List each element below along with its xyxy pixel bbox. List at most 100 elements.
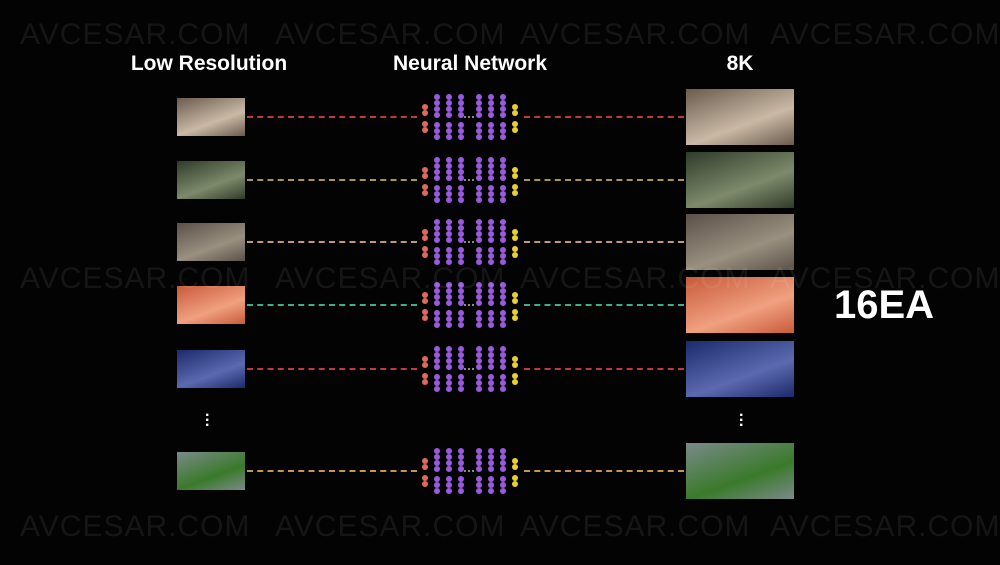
neuron-dot [476, 163, 482, 169]
neuron-dot [500, 219, 506, 225]
neuron-dot [434, 380, 440, 386]
neuron-dot [512, 292, 518, 298]
neuron-dot [446, 185, 452, 191]
neuron-dot [422, 315, 428, 321]
neuron-dot [422, 110, 428, 116]
neuron-dot [434, 386, 440, 392]
neuron-dot [488, 482, 494, 488]
neuron-dot [434, 454, 440, 460]
neuron-dot [476, 288, 482, 294]
neuron-dot [512, 104, 518, 110]
neuron-dot [434, 185, 440, 191]
neuron-dot [446, 300, 452, 306]
neuron-dot [500, 288, 506, 294]
neuron-dot [488, 316, 494, 322]
neuron-dot [434, 219, 440, 225]
neuron-dot [422, 373, 428, 379]
neuron-dot [458, 134, 464, 140]
neuron-dot [500, 225, 506, 231]
ellipsis-connector [464, 241, 474, 243]
neuron-dot [488, 448, 494, 454]
neuron-dot [488, 352, 494, 358]
neuron-dot [500, 112, 506, 118]
neuron-dot [476, 346, 482, 352]
neuron-dot [476, 352, 482, 358]
neuron-dot [458, 300, 464, 306]
neuron-dot [512, 298, 518, 304]
diagram-row [0, 334, 1000, 404]
8k-thumbnail-news-anchor [686, 341, 794, 397]
neuron-dot [434, 482, 440, 488]
neuron-dot [500, 185, 506, 191]
neuron-dot [500, 231, 506, 237]
neuron-dot [434, 191, 440, 197]
neuron-dot [476, 112, 482, 118]
neuron-dot [476, 310, 482, 316]
neuron-dot [488, 247, 494, 253]
neuron-dot [446, 488, 452, 494]
neuron-dot [488, 112, 494, 118]
neuron-dot [500, 310, 506, 316]
neuron-dot [476, 374, 482, 380]
neuron-dot [476, 122, 482, 128]
neuron-dot [422, 458, 428, 464]
neuron-dot [500, 247, 506, 253]
connector-line [524, 304, 684, 306]
neuron-dot [488, 288, 494, 294]
neuron-dot [458, 247, 464, 253]
neuron-dot [500, 197, 506, 203]
neuron-dot [476, 175, 482, 181]
8k-thumbnail-couple [686, 214, 794, 270]
8k-thumbnail-soccer [686, 443, 794, 499]
connector-line [524, 179, 684, 181]
neuron-dot [488, 310, 494, 316]
ellipsis-connector [464, 368, 474, 370]
neuron-dot [458, 157, 464, 163]
watermark: AVCESAR.COM [275, 510, 506, 543]
watermark: AVCESAR.COM [275, 18, 506, 51]
neuron-dot [434, 100, 440, 106]
neuron-dot [488, 294, 494, 300]
neuron-dot [422, 481, 428, 487]
neuron-dot [500, 364, 506, 370]
neuron-dot [476, 488, 482, 494]
low-res-thumbnail-news-anchor [177, 350, 245, 388]
neuron-dot [476, 128, 482, 134]
neuron-dot [488, 128, 494, 134]
neuron-dot [446, 352, 452, 358]
neuron-dot [458, 364, 464, 370]
neuron-dot [446, 219, 452, 225]
neuron-dot [512, 167, 518, 173]
neuron-dot [488, 169, 494, 175]
neuron-dot [422, 190, 428, 196]
neuron-dot [488, 374, 494, 380]
connector-line [524, 116, 684, 118]
neuron-dot [500, 282, 506, 288]
neuron-dot [500, 380, 506, 386]
neuron-dot [422, 475, 428, 481]
ellipsis-connector [464, 179, 474, 181]
neuron-dot [434, 112, 440, 118]
neuron-dot [458, 488, 464, 494]
neuron-dot [458, 259, 464, 265]
neuron-dot [422, 121, 428, 127]
neuron-dot [446, 288, 452, 294]
ellipsis-connector [464, 304, 474, 306]
low-res-thumbnail-soccer [177, 452, 245, 490]
diagram-row [0, 145, 1000, 215]
neuron-dot [500, 374, 506, 380]
neuron-dot [476, 294, 482, 300]
neuron-dot [446, 310, 452, 316]
neuron-dot [476, 197, 482, 203]
neuron-dot [458, 294, 464, 300]
neuron-dot [458, 448, 464, 454]
neuron-dot [458, 288, 464, 294]
neuron-dot [458, 106, 464, 112]
neuron-dot [488, 219, 494, 225]
neuron-dot [476, 219, 482, 225]
neural-network-icon [418, 92, 522, 142]
neuron-dot [422, 184, 428, 190]
neuron-dot [476, 237, 482, 243]
neuron-dot [458, 316, 464, 322]
neuron-dot [488, 191, 494, 197]
